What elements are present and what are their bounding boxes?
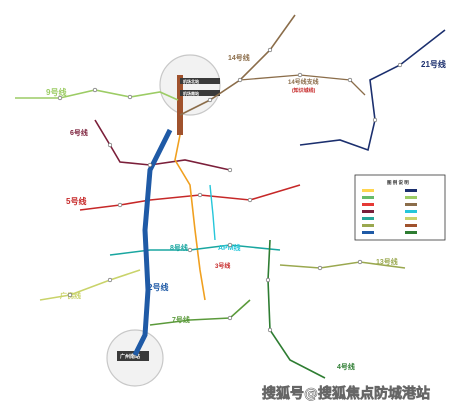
line5-label: 5号线 [66,196,86,206]
apm-line: APM线 [209,184,241,252]
line13: 13号线 [279,257,406,269]
line4: 4号线 [267,239,355,379]
line13-label: 13号线 [376,257,398,266]
airport-zoom-circle: 机场北站 机场南站 [159,54,221,135]
line3-label: 3号线 [215,262,230,270]
line14-branch-label: 14号线支线 [288,78,319,86]
line7: 7号线 [149,299,251,326]
line7-label: 7号线 [172,315,190,324]
legend: 图 例 说 明 [354,174,446,241]
guangfo-line: 广佛线 [39,269,141,301]
line2-label: 2号线 [148,282,168,292]
line9: 9号线 [15,87,179,101]
line14-label: 14号线 [228,53,250,62]
legend-title: 图 例 说 明 [387,179,409,186]
guangzhou-south-label: 广州南站 [120,353,140,360]
line14-branch-note: (知识城线) [292,87,316,94]
line9-label: 9号线 [46,87,66,97]
line3: 3号线 [174,134,230,301]
line4-label: 4号线 [337,362,355,371]
line2: 2号线 [132,128,173,357]
airport-south-tag [180,90,220,96]
line5: 5号线 [66,184,301,211]
watermark: 搜狐号@搜狐焦点防城港站 [262,385,431,403]
line6: 6号线 [70,119,231,171]
line8: 8号线 [109,243,281,256]
airport-north-label: 机场北站 [183,78,199,84]
watermark-text: 搜狐号@搜狐焦点防城港站 [262,385,430,402]
line6-label: 6号线 [70,128,88,137]
airport-north-tag [180,78,220,84]
station-dots [57,47,403,333]
line21-label: 21号线 [421,59,446,69]
guangzhou-south-tag [117,351,149,361]
line8-label: 8号线 [170,243,188,252]
legend-swatches [362,189,417,234]
line21: 21号线 [299,29,446,152]
guangzhou-south-zoom-circle: 广州南站 [106,329,164,387]
apm-label: APM线 [218,243,241,252]
line3-airport-branch [177,75,183,135]
airport-south-label: 机场南站 [183,90,199,96]
line14-branch: 14号线支线 (知识城线) [239,74,366,96]
